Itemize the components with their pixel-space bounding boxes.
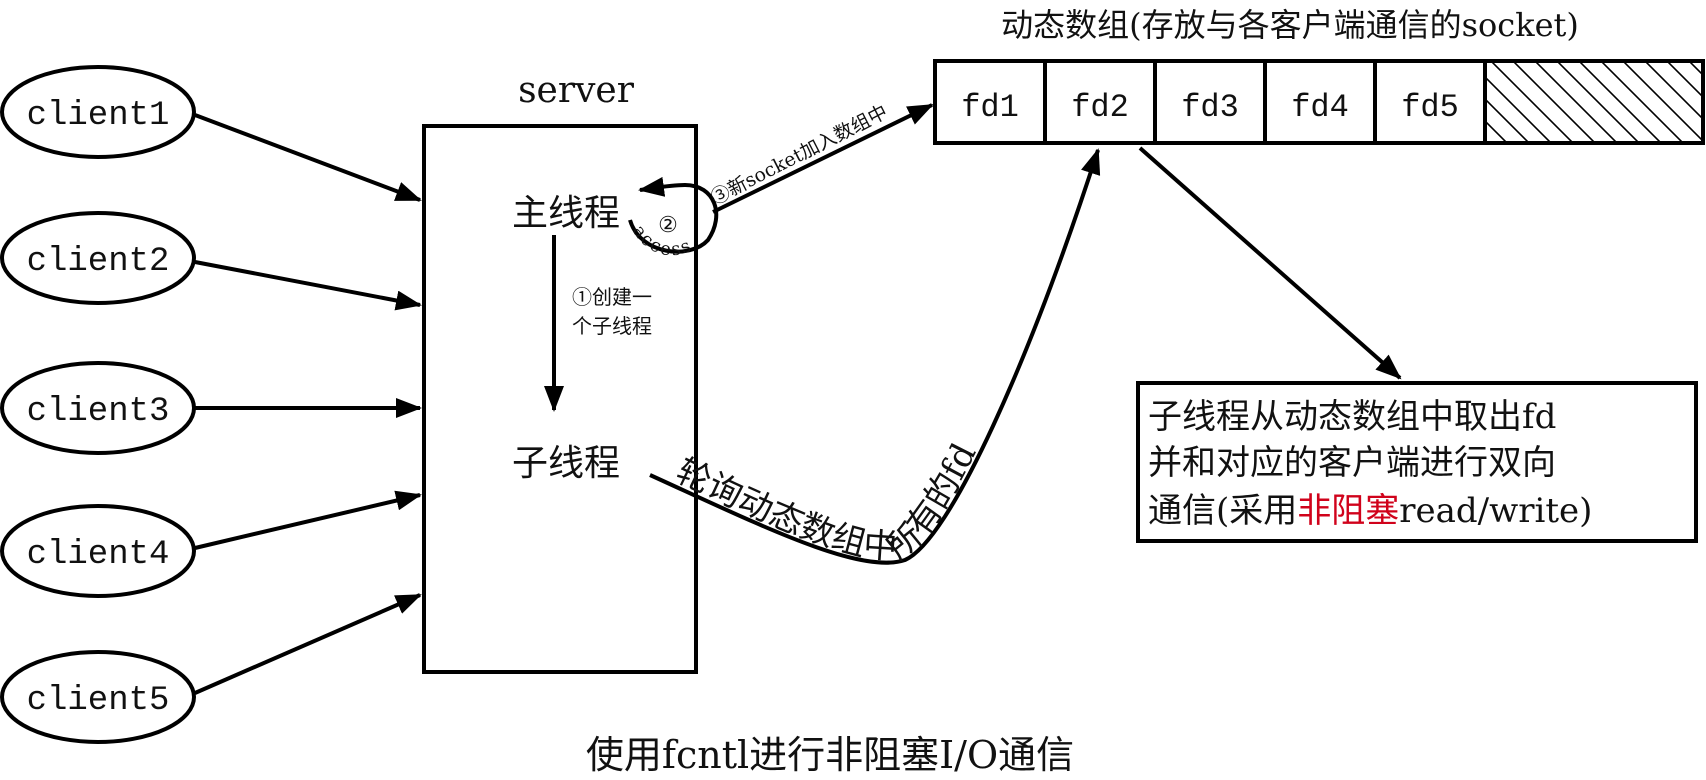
- polling-label: 轮询动态数组中所有的fd: [670, 437, 984, 568]
- step2-label: ②: [658, 213, 678, 238]
- accept-loop-arrow: [628, 176, 719, 254]
- note-box: 子线程从动态数组中取出fd 并和对应的客户端进行双向 通信(采用非阻塞read/…: [1136, 381, 1698, 543]
- note-line3-highlight: 非阻塞: [1297, 491, 1399, 531]
- arrow-client1-server: [194, 113, 422, 202]
- note-line3-prefix: 通信(采用: [1148, 491, 1297, 531]
- client-2: client2: [0, 211, 196, 305]
- client-4-label: client4: [27, 536, 170, 574]
- dynamic-array: fd1 fd2 fd3 fd4 fd5: [933, 59, 1705, 145]
- client-5-label: client5: [27, 682, 170, 720]
- step1-line2: 个子线程: [572, 314, 652, 338]
- arrow-client4-server: [194, 490, 422, 550]
- arrow-add-socket-to-array: [712, 103, 934, 214]
- step3-label: ③新socket加入数组中: [707, 101, 891, 210]
- step1-line1: ①创建一: [572, 285, 652, 309]
- client-3: client3: [0, 361, 196, 455]
- arrow-client2-server: [194, 260, 422, 311]
- server-label: server: [518, 70, 635, 111]
- client-4: client4: [0, 504, 196, 598]
- array-cell-fd4: fd4: [1291, 89, 1349, 126]
- array-empty-slots: [1483, 59, 1705, 145]
- array-cell-fd3: fd3: [1181, 89, 1239, 126]
- array-cell-fd5: fd5: [1401, 89, 1459, 126]
- note-line2: 并和对应的客户端进行双向: [1148, 443, 1556, 483]
- client-2-label: client2: [27, 243, 170, 281]
- note-line1: 子线程从动态数组中取出fd: [1148, 397, 1556, 437]
- server-box: [422, 124, 698, 674]
- client-1: client1: [0, 65, 196, 159]
- child-thread-label: 子线程: [512, 443, 620, 484]
- arrow-array-to-note: [1138, 146, 1402, 380]
- array-cell-fd2: fd2: [1071, 89, 1129, 126]
- client-3-label: client3: [27, 393, 170, 431]
- arrow-client5-server: [194, 593, 422, 695]
- client-5: client5: [0, 650, 196, 744]
- note-line3: 通信(采用非阻塞read/write): [1148, 491, 1592, 531]
- main-thread-label: 主线程: [512, 193, 620, 234]
- array-cell-fd1: fd1: [961, 89, 1019, 126]
- diagram-title: 使用fcntl进行非阻塞I/O通信: [586, 733, 1074, 777]
- polling-arrow: [649, 148, 1101, 565]
- note-line3-suffix: read/write): [1399, 491, 1592, 531]
- client-1-label: client1: [27, 97, 170, 135]
- array-title: 动态数组(存放与各客户端通信的socket): [1001, 6, 1579, 44]
